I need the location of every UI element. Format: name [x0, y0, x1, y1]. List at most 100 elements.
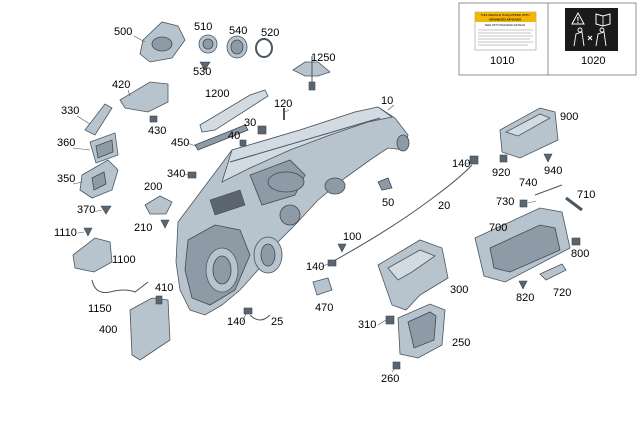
part-340-clip — [187, 171, 197, 179]
part-710-damper — [565, 196, 583, 212]
callout-25: 25 — [271, 316, 283, 328]
callout-300: 300 — [450, 284, 468, 296]
part-1250-bracket — [292, 56, 331, 91]
part-310-clip — [385, 315, 395, 325]
airbag-pictogram-sticker: ! — [565, 8, 618, 51]
part-900-airbag — [499, 107, 559, 159]
callout-250: 250 — [452, 337, 470, 349]
callout-740: 740 — [519, 177, 537, 189]
callout-1150: 1150 — [88, 303, 112, 315]
callout-140-mid: 140 — [306, 261, 324, 273]
callout-710: 710 — [577, 189, 595, 201]
callout-1020: 1020 — [581, 55, 605, 67]
warning-triangle-icon — [571, 11, 585, 25]
airbag-seat-icon — [573, 27, 607, 47]
part-540-vent — [226, 35, 248, 59]
part-1100-module — [72, 237, 113, 273]
part-300-glovebox-frame — [377, 239, 449, 311]
part-740-bracket — [534, 184, 563, 196]
callout-700: 700 — [489, 222, 507, 234]
callout-120: 120 — [274, 98, 292, 110]
sticker-line-1: THIS VEHICLE IS EQUIPPED WITH — [480, 13, 529, 17]
part-25-cable — [243, 307, 271, 321]
sticker-header-2: SEEK WITH ADVANCED AIR BAGS — [485, 24, 526, 27]
part-530-screw — [199, 61, 211, 71]
part-500-cover — [139, 21, 186, 63]
part-430-clip — [149, 115, 158, 123]
callout-140-right: 140 — [452, 158, 470, 170]
part-450-strip — [194, 124, 249, 151]
part-920-nut — [499, 154, 508, 163]
callout-800: 800 — [571, 248, 589, 260]
callout-140-bottom: 140 — [227, 316, 245, 328]
callout-40: 40 — [228, 130, 240, 142]
callout-470: 470 — [315, 302, 333, 314]
part-210-screw — [160, 219, 170, 229]
part-720-latch — [539, 263, 567, 281]
callout-1100: 1100 — [112, 254, 136, 266]
part-250-glovebox-liner — [397, 303, 446, 359]
part-410-clip — [155, 295, 163, 305]
part-420-panel — [119, 81, 169, 113]
part-1150-cable — [91, 279, 149, 293]
callout-50: 50 — [382, 197, 394, 209]
part-400-trim — [129, 297, 171, 361]
callout-350: 350 — [57, 173, 75, 185]
part-350-bracket — [79, 159, 119, 199]
callout-1200: 1200 — [205, 88, 229, 100]
callout-360: 360 — [57, 137, 75, 149]
callout-1010: 1010 — [490, 55, 514, 67]
part-820-screw — [518, 280, 528, 290]
part-1110-fastener — [83, 227, 93, 237]
sticker-line-2: ADVANCED AIR BAGS — [489, 18, 521, 22]
callout-510: 510 — [194, 21, 212, 33]
part-470-switch — [312, 277, 333, 296]
callout-370: 370 — [77, 204, 95, 216]
part-370-screw — [100, 205, 112, 215]
part-50-clip — [377, 177, 393, 191]
callout-530: 530 — [193, 66, 211, 78]
part-100-screw — [337, 243, 347, 253]
leader-lines — [72, 35, 537, 373]
callout-900: 900 — [560, 111, 578, 123]
callout-420: 420 — [112, 79, 130, 91]
callout-340: 340 — [167, 168, 185, 180]
callout-430: 430 — [148, 125, 166, 137]
callout-940: 940 — [544, 165, 562, 177]
callout-720: 720 — [553, 287, 571, 299]
part-940-screw — [543, 153, 553, 163]
callout-200: 200 — [144, 181, 162, 193]
callout-330: 330 — [61, 105, 79, 117]
callout-400: 400 — [99, 324, 117, 336]
callout-920: 920 — [492, 167, 510, 179]
part-260-clip — [392, 361, 401, 370]
part-800-clip — [571, 237, 581, 246]
part-520-seal — [255, 38, 273, 58]
callout-500: 500 — [114, 26, 132, 38]
callout-410: 410 — [155, 282, 173, 294]
callout-210: 210 — [134, 222, 152, 234]
callout-310: 310 — [358, 319, 376, 331]
callout-450: 450 — [171, 137, 189, 149]
callout-20: 20 — [438, 200, 450, 212]
label-box-group: THIS VEHICLE IS EQUIPPED WITH ADVANCED A… — [458, 2, 637, 76]
part-20-cable — [329, 155, 479, 264]
part-1200-strip — [199, 89, 269, 133]
callout-100: 100 — [343, 231, 361, 243]
part-360-frame — [89, 132, 119, 164]
callout-820: 820 — [516, 292, 534, 304]
warning-exclamation: ! — [577, 16, 580, 25]
callout-1250: 1250 — [311, 52, 335, 64]
callout-labels: 500 510 540 520 530 1250 420 1200 10 330… — [54, 21, 595, 385]
part-30-clip — [257, 125, 267, 135]
callout-520: 520 — [261, 27, 279, 39]
callout-540: 540 — [229, 25, 247, 37]
part-700-glovebox — [474, 207, 571, 283]
airbag-warning-sticker: THIS VEHICLE IS EQUIPPED WITH ADVANCED A… — [474, 11, 537, 51]
part-10-dashboard-carrier — [175, 106, 410, 316]
callout-10: 10 — [381, 95, 393, 107]
callout-30: 30 — [244, 117, 256, 129]
part-730-clip — [519, 199, 528, 208]
